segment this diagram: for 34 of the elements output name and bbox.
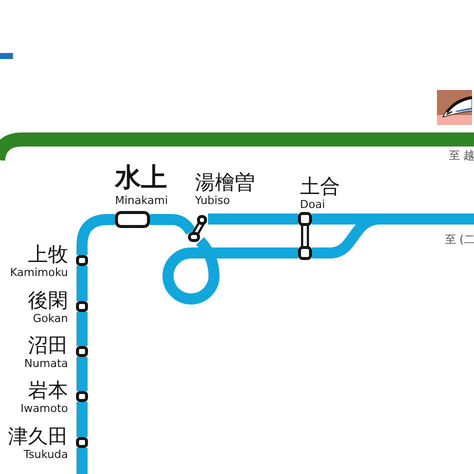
station-name-romaji: Tsukuda [24,448,68,461]
direction-label: 至 越 [449,149,474,162]
station-name-romaji: Numata [24,357,68,370]
station-marker [115,211,150,228]
station-marker [76,255,88,266]
station-name: 土合 [300,175,340,198]
station-marker [76,437,88,448]
station-name-romaji: Minakami [115,194,168,207]
station-name-romaji: Yubiso [195,194,230,207]
station-name-romaji: Kamimoku [10,266,68,279]
station-name-romaji: Doai [300,198,325,211]
station-name: 上牧 [28,243,68,266]
station-marker [76,391,88,402]
rail-line [312,214,474,224]
rail-line [76,266,88,301]
station-marker [187,214,208,243]
rail-line [76,448,88,474]
station-name: 津久田 [8,425,68,448]
station-name-romaji: Iwamoto [20,402,68,415]
station-name-romaji: Gokan [32,312,68,325]
station-marker [298,212,312,260]
station-marker [76,301,88,312]
rail-line [76,312,88,346]
rail-line [162,237,298,304]
station-name: 水上 [115,163,167,193]
station-marker [76,346,88,357]
station-name: 湯檜曽 [195,171,255,194]
station-name: 岩本 [28,379,68,402]
station-name: 沼田 [28,334,68,357]
rail-line [76,357,88,391]
station-name: 後閑 [28,289,68,312]
direction-label: 至 (二 [445,233,474,246]
rail-line [76,402,88,437]
rail-line [208,214,298,224]
